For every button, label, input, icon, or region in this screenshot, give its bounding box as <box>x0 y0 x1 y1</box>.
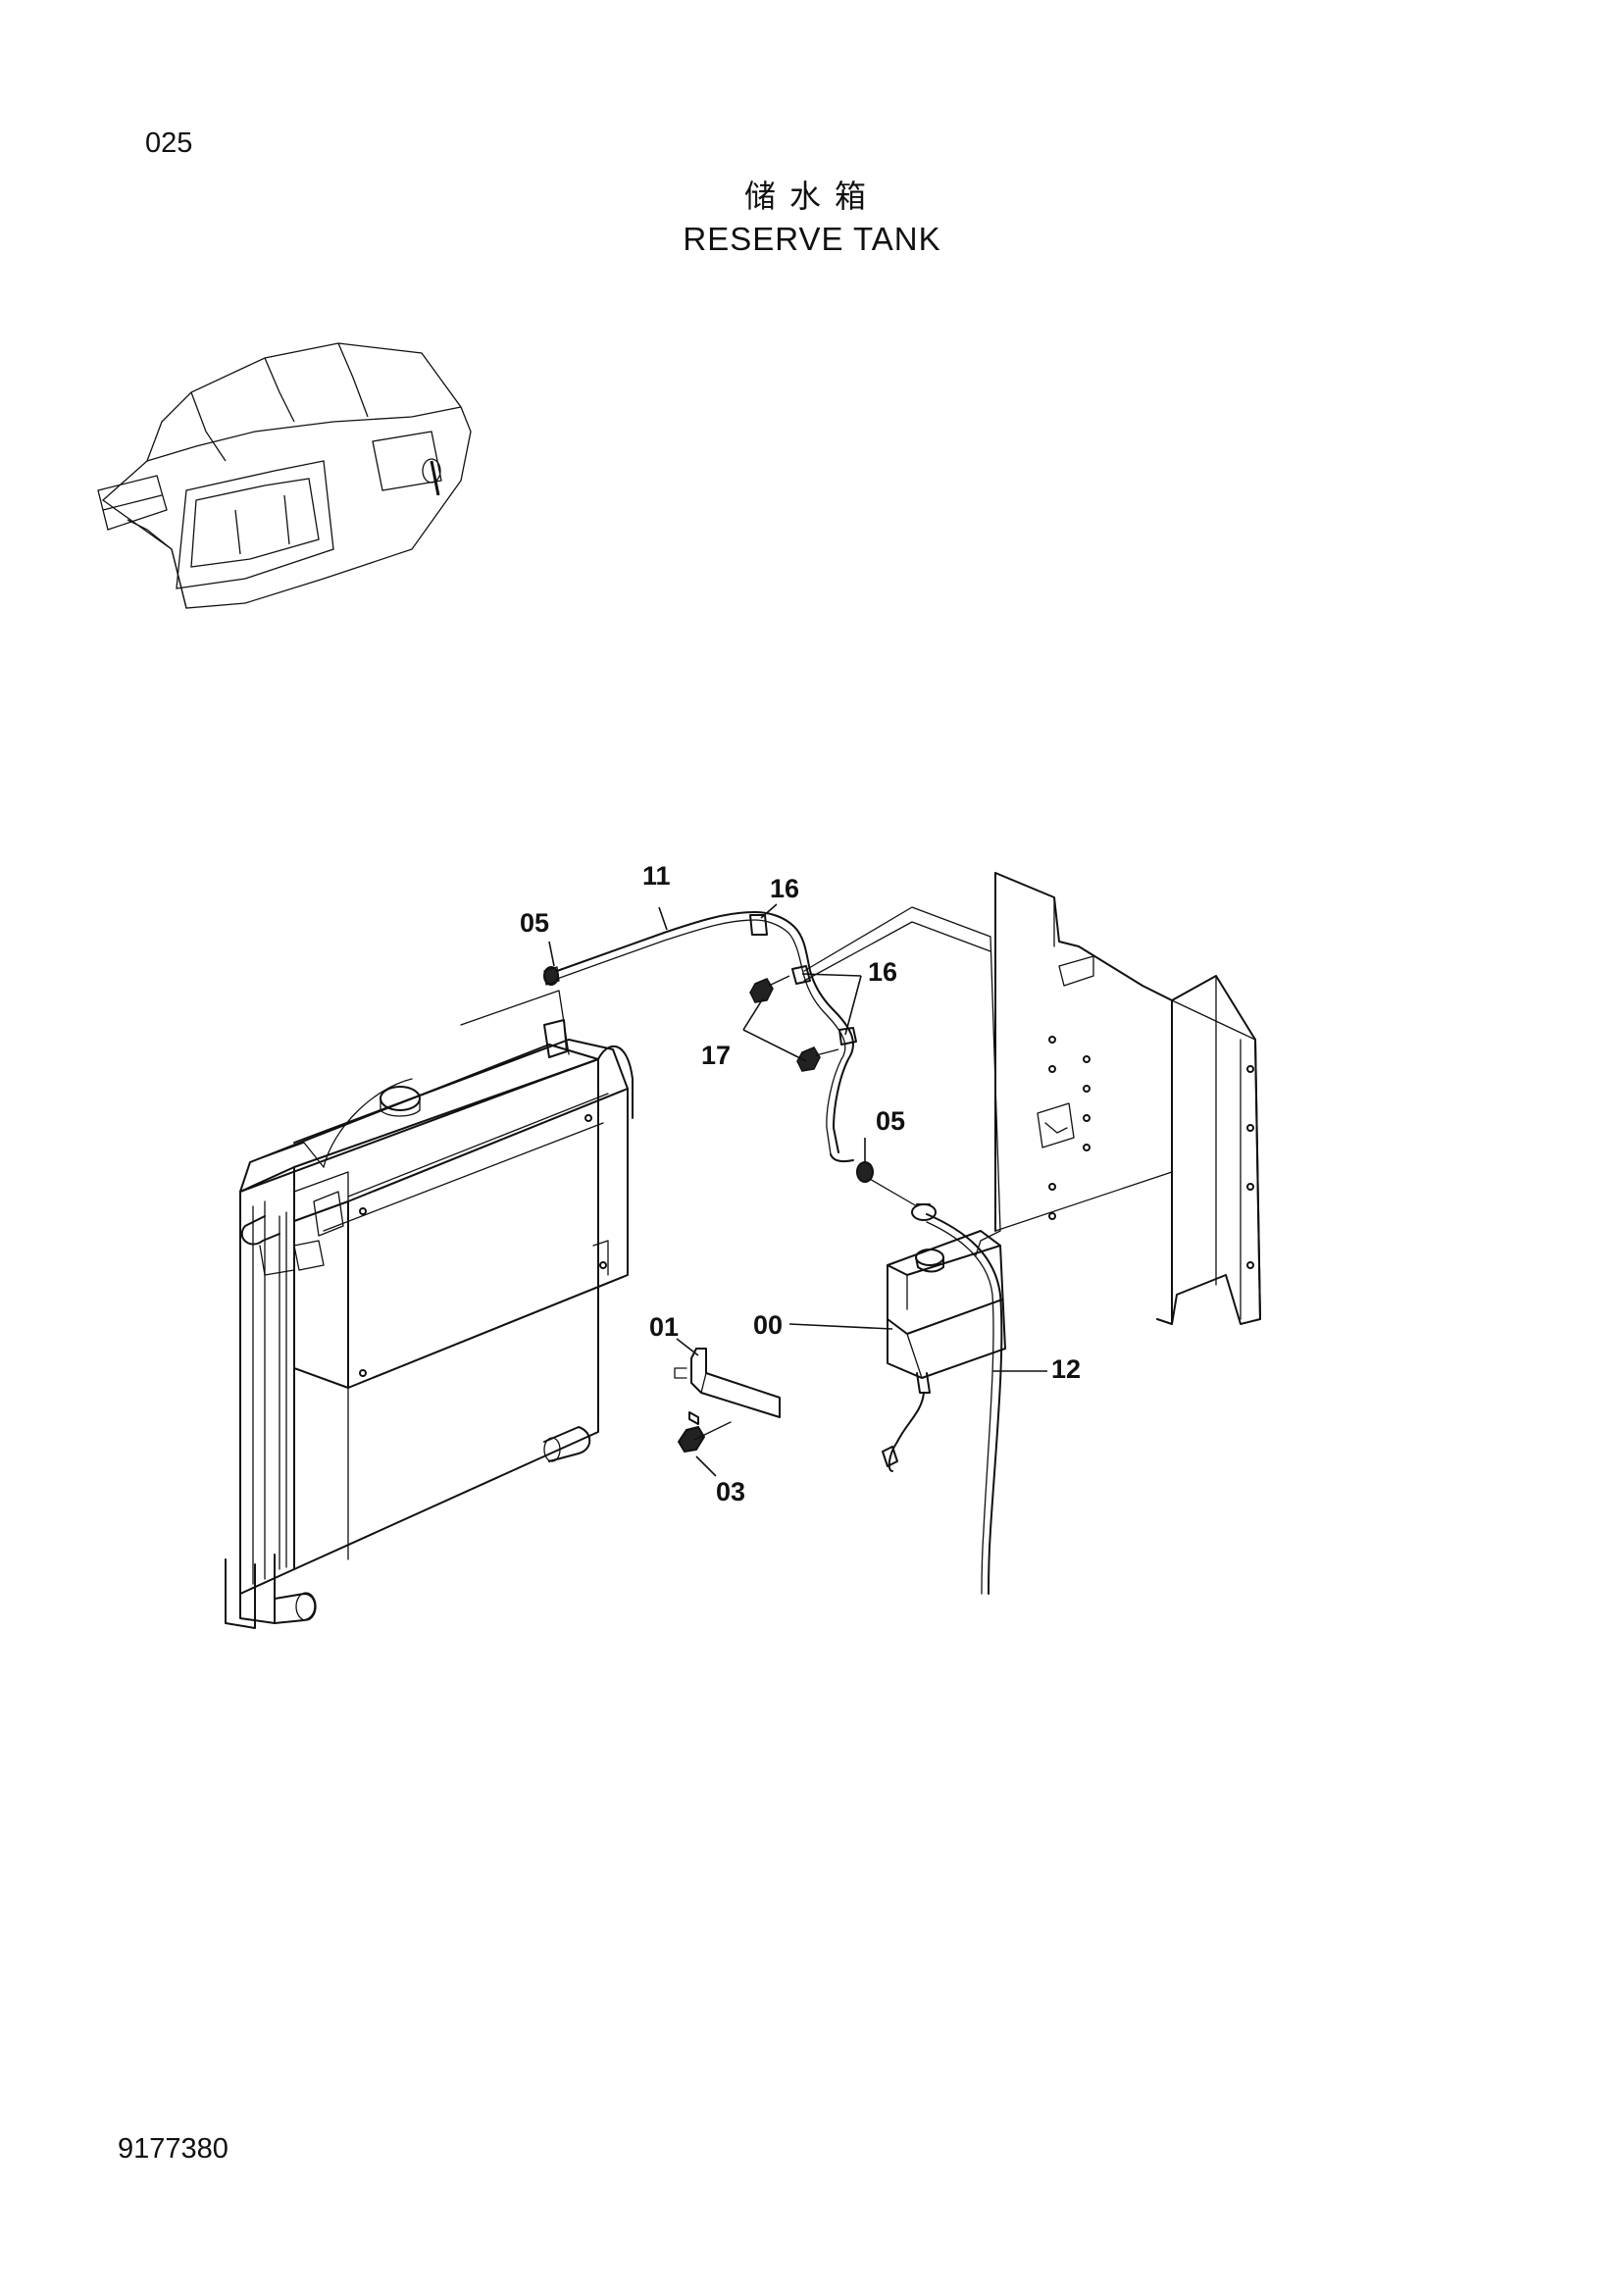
callout-16-top: 16 <box>770 874 799 903</box>
callout-05-mid: 05 <box>876 1106 905 1136</box>
callout-17: 17 <box>701 1041 731 1070</box>
leader-lines <box>548 903 1047 1477</box>
page-title: RESERVE TANK <box>683 221 941 257</box>
hose-clamp-fittings <box>543 914 937 1221</box>
side-panel <box>803 872 1261 1325</box>
bolt-part-17 <box>749 975 839 1072</box>
page-number: 025 <box>145 128 193 159</box>
reserve-tank <box>882 1230 1006 1472</box>
bracket-part-01 <box>674 1348 781 1425</box>
callout-00: 00 <box>753 1310 783 1340</box>
callout-16-right: 16 <box>868 957 897 987</box>
hose-part-12 <box>926 1213 1003 1595</box>
page-title-chinese: 储水箱 <box>743 178 880 215</box>
document-number: 9177380 <box>118 2133 228 2165</box>
callout-12: 12 <box>1051 1354 1081 1384</box>
hose-part-11 <box>556 911 854 1163</box>
callout-03: 03 <box>716 1477 745 1506</box>
callout-11: 11 <box>642 861 671 891</box>
bolt-part-03 <box>678 1421 732 1453</box>
callout-05-top: 05 <box>520 908 549 938</box>
excavator-overview-thumbnail <box>97 342 472 609</box>
callouts: 05 11 16 16 17 05 00 01 12 03 <box>520 861 1081 1506</box>
callout-01: 01 <box>649 1312 679 1342</box>
radiator-assembly <box>225 990 634 1629</box>
